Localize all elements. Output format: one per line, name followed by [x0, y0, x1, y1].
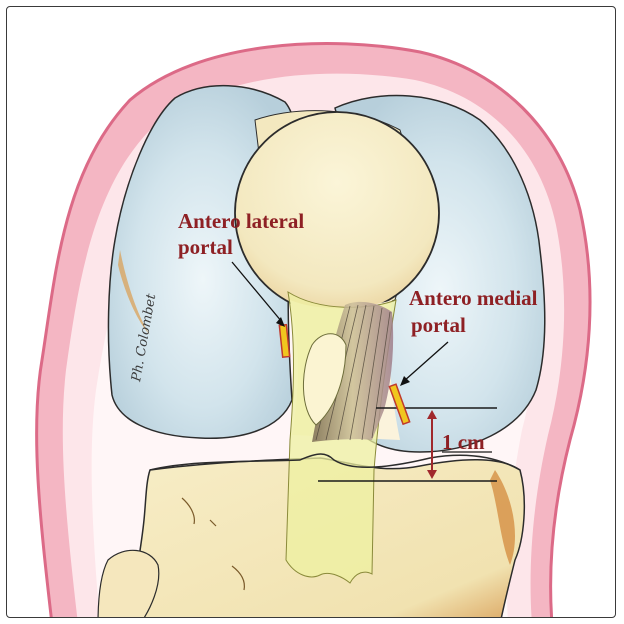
anterolateral-label-line2: portal — [178, 235, 233, 259]
distance-label: 1 cm — [442, 430, 485, 454]
anteromedial-label-line2: portal — [411, 313, 466, 337]
anteromedial-label-line1: Antero medial — [409, 286, 538, 310]
anterolateral-label-line1: Antero lateral — [178, 209, 304, 233]
